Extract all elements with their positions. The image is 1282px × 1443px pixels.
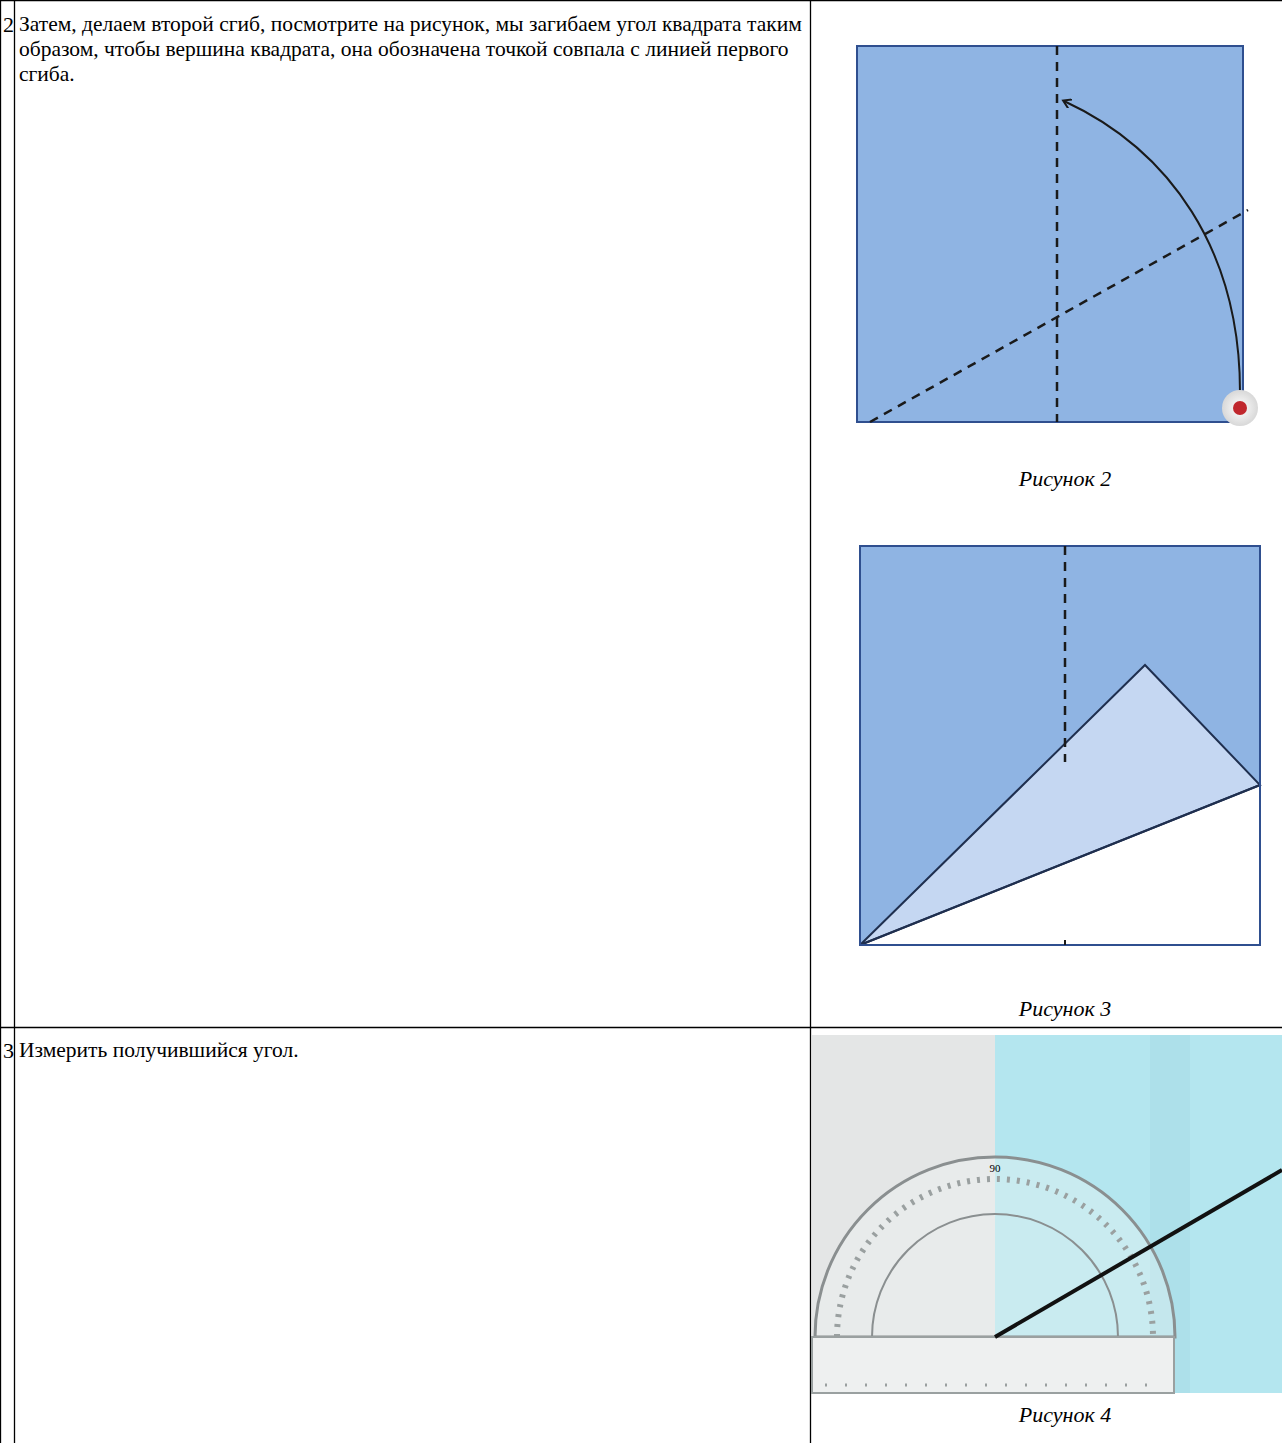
protractor-photo	[812, 1035, 1282, 1393]
figure-caption: Рисунок 3	[960, 996, 1170, 1021]
figure-square-fold	[857, 46, 1258, 426]
step-text: Затем, делаем второй сгиб, посмотрите на…	[19, 12, 807, 87]
figure-caption: Рисунок 4	[960, 1402, 1170, 1427]
figure-square-folded	[860, 546, 1260, 945]
step-text: Измерить получившийся угол.	[19, 1038, 807, 1063]
scale-mark: 90	[982, 1162, 1008, 1174]
row-number: 2	[3, 12, 14, 37]
figure-caption: Рисунок 2	[960, 466, 1170, 491]
row-number: 3	[3, 1038, 14, 1063]
